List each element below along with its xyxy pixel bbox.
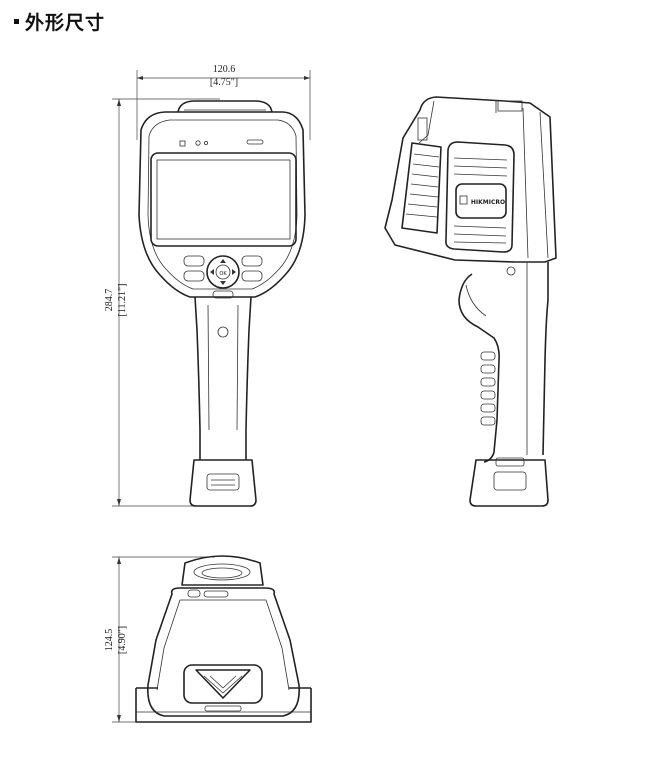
front-view: 120.6 [4.75"] 284.7 [11.21"] OK	[104, 64, 311, 507]
grip-outline	[458, 273, 500, 463]
lens-housing	[181, 555, 264, 586]
depth-in-label: [4.90"]	[117, 626, 128, 654]
side-battery-base	[469, 459, 549, 507]
side-view: HIKMICRO	[384, 96, 557, 507]
brand-logo-icon	[459, 195, 468, 205]
front-button-bottom-left	[183, 270, 205, 282]
height-arrow-top-icon	[117, 99, 121, 106]
front-button-top-right	[241, 255, 263, 267]
square-bullet-icon	[14, 19, 19, 24]
section-title: 外形尺寸	[14, 8, 105, 35]
chevron-right-icon	[232, 269, 236, 275]
section-title-text: 外形尺寸	[25, 12, 106, 34]
tripod-screw-icon	[217, 326, 229, 338]
chevron-left-icon	[210, 269, 214, 275]
brand-logo-text: HIKMICRO	[471, 199, 505, 206]
height-mm-label: 284.7	[104, 289, 115, 312]
bottom-body-outline	[147, 587, 300, 717]
battery-latch	[183, 664, 263, 704]
height-arrow-bottom-icon	[117, 499, 121, 506]
chevron-down-icon	[220, 281, 226, 285]
display-screen	[156, 159, 291, 240]
ok-button	[215, 264, 231, 280]
handle-outline	[194, 296, 252, 460]
navigation-dpad	[206, 255, 240, 289]
width-arrow-left-icon	[137, 76, 143, 80]
bottom-view: 124.5 [4.90"]	[104, 555, 312, 723]
height-in-label: [11.21"]	[117, 284, 128, 317]
side-grille-panel	[445, 141, 515, 253]
battery-base	[189, 459, 257, 507]
screen-bezel	[150, 152, 297, 247]
camera-head-outline	[138, 111, 306, 298]
depth-arrow-top-icon	[117, 557, 121, 564]
latch-arrow-icon	[195, 669, 251, 699]
chevron-up-icon	[220, 259, 226, 263]
ok-button-label: OK	[219, 271, 227, 277]
depth-arrow-bottom-icon	[117, 715, 121, 722]
width-mm-label: 120.6	[213, 64, 236, 75]
power-button	[212, 290, 234, 299]
depth-mm-label: 124.5	[104, 629, 115, 652]
front-button-top-left	[183, 255, 205, 267]
width-arrow-right-icon	[304, 76, 310, 80]
width-in-label: [4.75"]	[210, 77, 238, 88]
side-head-outline	[384, 96, 557, 263]
front-button-bottom-right	[241, 270, 263, 282]
